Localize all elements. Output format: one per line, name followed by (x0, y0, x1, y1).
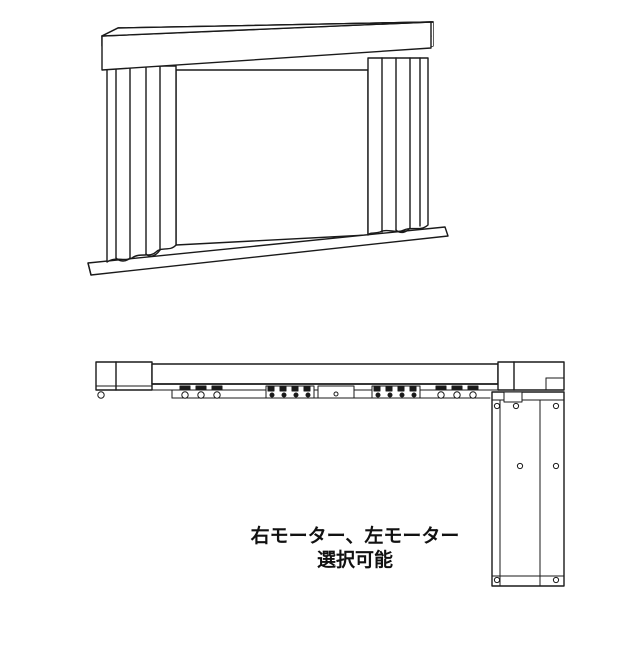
master-carrier-left (266, 386, 314, 398)
rail-body (152, 364, 498, 384)
left-curtain (107, 66, 176, 262)
center-overlap (318, 386, 354, 398)
runner-group-right (436, 386, 478, 398)
motor-side-caption: 右モーター、左モーター 選択可能 (230, 524, 480, 572)
caption-line-1: 右モーター、左モーター (230, 524, 480, 548)
window-illustration (88, 22, 448, 275)
caption-line-2: 選択可能 (230, 548, 480, 572)
right-curtain (368, 58, 428, 235)
window-opening (176, 70, 368, 245)
motor-unit (492, 392, 564, 586)
master-carrier-right (372, 386, 420, 398)
rail-right-block (498, 362, 564, 390)
